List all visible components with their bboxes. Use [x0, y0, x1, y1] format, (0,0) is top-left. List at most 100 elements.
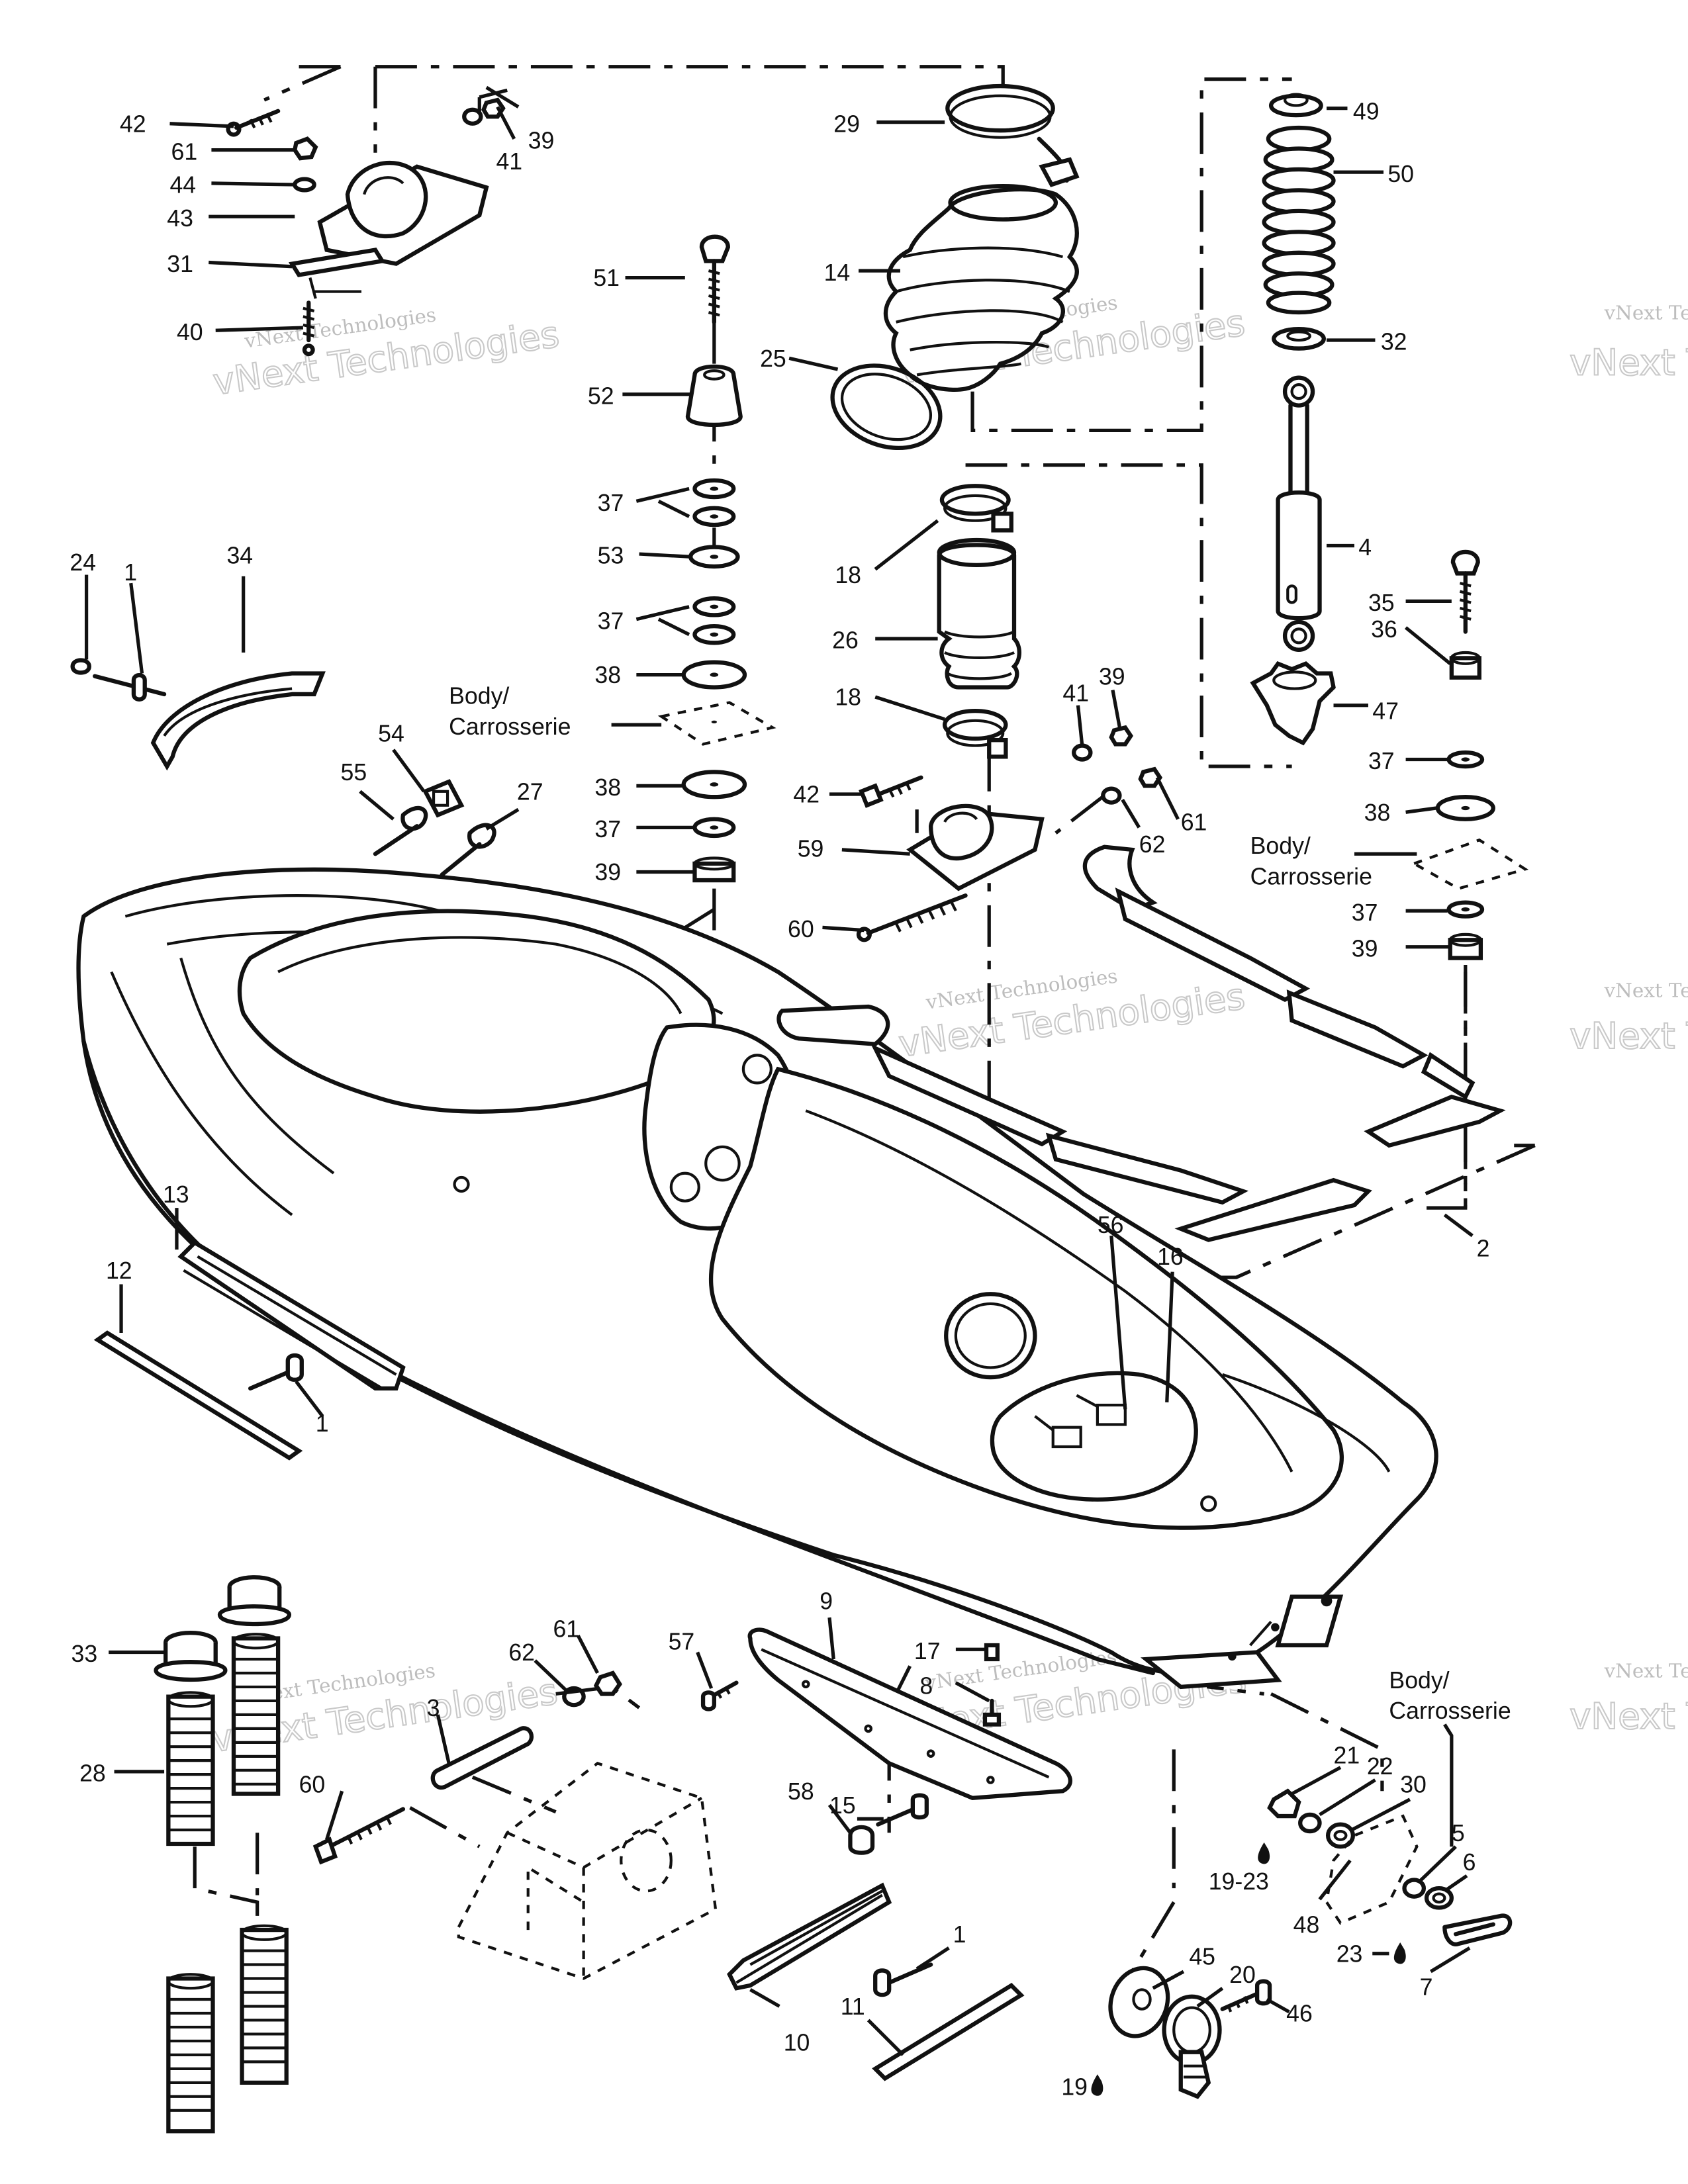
callout-34: 34	[226, 543, 253, 569]
callout-47: 47	[1372, 698, 1399, 725]
callout-8: 8	[919, 1672, 933, 1699]
callout-12: 12	[106, 1257, 132, 1284]
callout-44: 44	[169, 172, 196, 199]
rear-mount-stack	[657, 234, 776, 883]
callout-17: 17	[914, 1638, 941, 1664]
sponson-rail	[700, 1627, 1072, 1800]
grab-handle	[70, 658, 326, 771]
callout-37: 37	[598, 608, 624, 634]
body-label-line1: Body/	[449, 683, 509, 709]
callout-38: 38	[594, 774, 621, 801]
callout-37: 37	[594, 816, 621, 842]
callout-29: 29	[833, 111, 860, 137]
callout-53: 53	[598, 543, 624, 569]
callout-33: 33	[71, 1641, 98, 1667]
callout-1: 1	[953, 1921, 966, 1948]
callout-14: 14	[824, 259, 851, 286]
callout-28: 28	[79, 1760, 106, 1787]
callout-50: 50	[1387, 161, 1414, 187]
callout-60: 60	[788, 916, 814, 942]
callout-39: 39	[1352, 935, 1378, 962]
shock-absorber	[1250, 93, 1336, 746]
exhaust-pipe	[937, 484, 1021, 759]
motor-mount-rear	[856, 725, 1163, 942]
callout-1: 1	[316, 1410, 329, 1437]
callout-37: 37	[1368, 748, 1395, 774]
watermark-text: vNext Technologies	[1604, 1659, 1688, 1682]
callout-48: 48	[1293, 1911, 1320, 1938]
callout-36: 36	[1371, 616, 1397, 643]
callout-27: 27	[517, 778, 543, 805]
callout-62: 62	[508, 1639, 535, 1666]
callout-46: 46	[1286, 2001, 1313, 2027]
callout-61: 61	[1181, 809, 1207, 836]
callout-39: 39	[1099, 663, 1125, 690]
callout-37: 37	[598, 490, 624, 516]
leader-lines	[84, 85, 1474, 2056]
watermark-text: vNext Technologies	[1570, 341, 1688, 383]
callout-40: 40	[177, 319, 203, 345]
callout-42: 42	[793, 782, 820, 808]
callout-3: 3	[427, 1695, 440, 1721]
callout-26: 26	[832, 627, 859, 654]
body-label-line1: Body/	[1250, 833, 1311, 859]
callout-61: 61	[171, 138, 198, 165]
callout-59: 59	[798, 835, 824, 862]
callout-41: 41	[1062, 680, 1089, 706]
callout-19: 19	[1061, 2074, 1088, 2101]
callout-38: 38	[594, 662, 621, 688]
callout-49: 49	[1353, 98, 1380, 124]
rub-rail-rear	[727, 1882, 1025, 2081]
boots	[154, 1575, 292, 2134]
callout-45: 45	[1189, 1944, 1215, 1970]
callout-1: 1	[124, 559, 137, 586]
callout-32: 32	[1381, 329, 1407, 355]
callout-51: 51	[593, 265, 620, 291]
callout-labels: 42 61 44 43 31 40 39 41 29 14 25 51 52 3…	[70, 98, 1511, 2100]
callout-35: 35	[1368, 590, 1395, 616]
cap-and-rivet	[848, 1793, 929, 1855]
engine-bracket	[312, 1670, 718, 1980]
watermark-text: vNext Technologies	[1604, 979, 1688, 1001]
callout-23: 23	[1336, 1940, 1363, 1967]
callout-54: 54	[378, 720, 404, 747]
callout-11: 11	[841, 1993, 865, 2020]
watermark-text: vNext Technologies	[1570, 1695, 1688, 1737]
callout-13: 13	[163, 1181, 189, 1208]
motor-mount-front	[226, 97, 506, 357]
callout-19-23: 19-23	[1209, 1868, 1269, 1895]
callout-18: 18	[835, 562, 861, 588]
callout-37: 37	[1352, 899, 1378, 926]
callout-6: 6	[1463, 1849, 1476, 1876]
body-label-line2: Carrosserie	[1389, 1698, 1511, 1724]
callout-57: 57	[669, 1628, 695, 1655]
callout-4: 4	[1358, 534, 1372, 561]
callout-25: 25	[760, 345, 786, 372]
callout-58: 58	[788, 1778, 814, 1805]
callout-7: 7	[1420, 1974, 1433, 2001]
callout-10: 10	[784, 2030, 810, 2056]
drain-group	[1091, 1788, 1513, 2096]
watermark-text: vNext Technologies	[1604, 302, 1688, 324]
callout-9: 9	[820, 1588, 833, 1614]
body-label-line2: Carrosserie	[1250, 863, 1372, 889]
callout-31: 31	[167, 251, 193, 277]
callout-38: 38	[1364, 799, 1391, 826]
foot-pads	[776, 844, 1506, 1242]
callout-30: 30	[1400, 1771, 1427, 1797]
callout-16: 16	[1157, 1244, 1184, 1270]
callout-22: 22	[1367, 1753, 1393, 1780]
rub-rail-front	[93, 1240, 406, 1461]
callout-62: 62	[1139, 831, 1166, 858]
exhaust-bellows	[830, 83, 1080, 451]
callout-43: 43	[167, 205, 193, 232]
callout-39: 39	[594, 859, 621, 886]
callout-5: 5	[1452, 1820, 1465, 1846]
callout-61: 61	[553, 1615, 579, 1642]
body-label-line2: Carrosserie	[449, 713, 571, 740]
callout-24: 24	[70, 549, 96, 576]
callout-39: 39	[528, 127, 555, 154]
callout-60: 60	[299, 1771, 326, 1797]
hull	[76, 867, 1438, 1690]
